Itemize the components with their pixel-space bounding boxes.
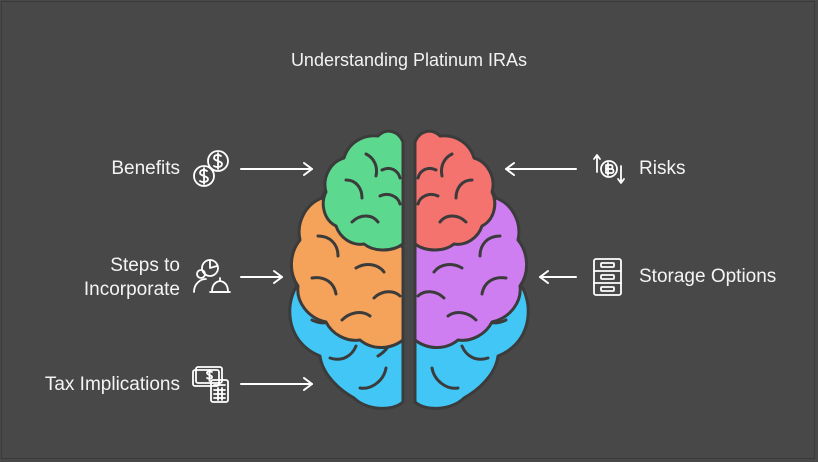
label-storage-options: Storage Options — [639, 266, 777, 287]
label-steps-to-incorporate: Steps to Incorporate — [40, 254, 180, 302]
user-chart-bell-icon — [193, 259, 231, 293]
label-tax-implications: Tax Implications — [44, 374, 180, 395]
arrow-benefits — [240, 162, 313, 176]
arrow-tax-implications — [240, 377, 313, 391]
arrow-risks — [505, 162, 577, 176]
brain-lobe-risks — [413, 129, 497, 252]
arrow-storage-options — [539, 270, 577, 284]
money-calculator-icon — [192, 366, 229, 403]
dollar-coins-icon — [193, 150, 229, 187]
label-steps-line2: Incorporate — [83, 279, 180, 300]
brain-lobe-benefits — [321, 129, 405, 252]
label-steps-line1: Steps to — [110, 255, 180, 276]
bitcoin-exchange-icon — [593, 154, 625, 184]
cabinet-drawers-icon — [593, 258, 622, 296]
label-risks: Risks — [639, 158, 686, 179]
diagram-title: Understanding Platinum IRAs — [290, 50, 528, 70]
arrow-steps-to-incorporate — [240, 270, 283, 284]
label-benefits: Benefits — [111, 158, 180, 179]
